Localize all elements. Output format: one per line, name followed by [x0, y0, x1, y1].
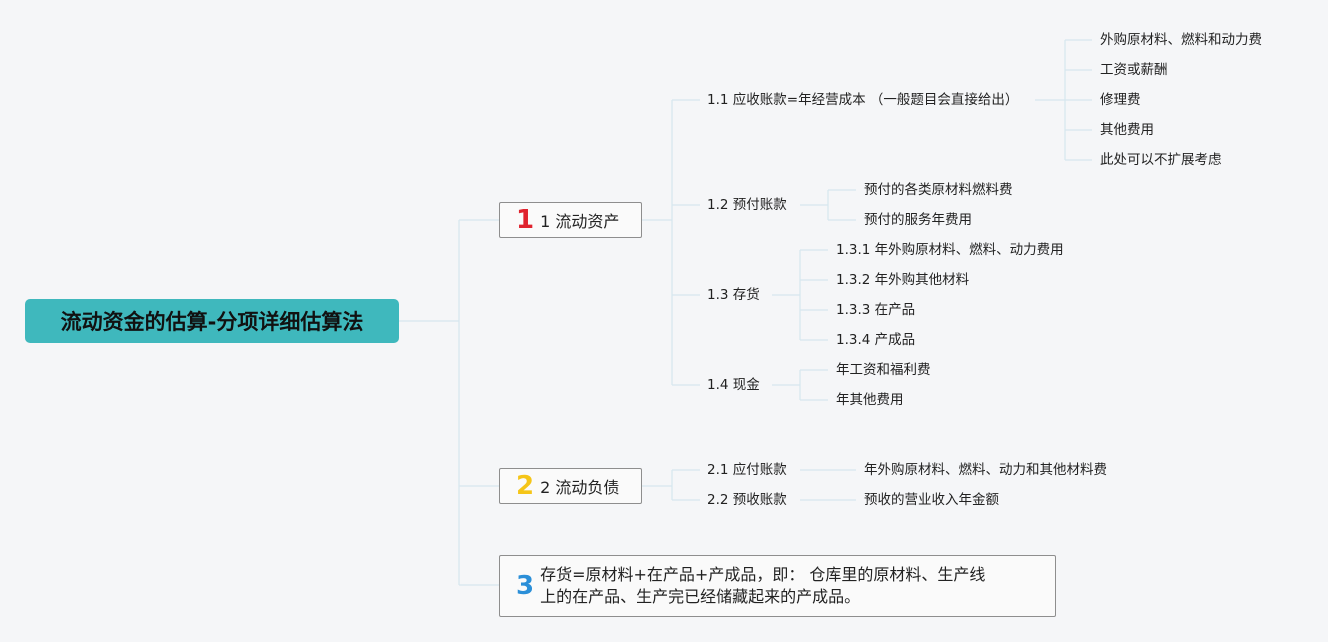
branch-current-assets[interactable]: 1 1 流动资产	[499, 202, 642, 238]
number-3-icon: 3	[516, 571, 535, 601]
node-inventory[interactable]: 1.3 存货	[707, 287, 760, 303]
node-inventory-other-materials[interactable]: 1.3.2 年外购其他材料	[836, 272, 970, 288]
node-prepaid-materials-fuel[interactable]: 预付的各类原材料燃料费	[864, 182, 1013, 198]
root-node[interactable]: 流动资金的估算-分项详细估算法	[25, 299, 399, 343]
node-payable-purchased-materials[interactable]: 年外购原材料、燃料、动力和其他材料费	[864, 462, 1107, 478]
node-cash-other-expenses[interactable]: 年其他费用	[836, 392, 904, 408]
branch-current-assets-title: 1 流动资产	[540, 212, 620, 231]
node-inventory-work-in-progress[interactable]: 1.3.3 在产品	[836, 302, 916, 318]
node-wages[interactable]: 工资或薪酬	[1100, 62, 1168, 78]
node-inventory-finished-goods[interactable]: 1.3.4 产成品	[836, 332, 916, 348]
number-1-icon: 1	[516, 205, 535, 235]
node-prepaid-service-fees[interactable]: 预付的服务年费用	[864, 212, 972, 228]
branch-current-liabilities[interactable]: 2 2 流动负债	[499, 468, 642, 504]
root-title: 流动资金的估算-分项详细估算法	[60, 310, 364, 334]
number-2-icon: 2	[516, 471, 535, 501]
node-repair-fee[interactable]: 修理费	[1100, 92, 1141, 108]
node-advance-receipts[interactable]: 2.2 预收账款	[707, 492, 787, 508]
node-other-expenses[interactable]: 其他费用	[1100, 122, 1154, 138]
node-cash-wages-welfare[interactable]: 年工资和福利费	[836, 362, 931, 378]
branch-current-liabilities-title: 2 流动负债	[540, 478, 620, 497]
node-not-expanded[interactable]: 此处可以不扩展考虑	[1100, 152, 1222, 168]
branch-inventory-note[interactable]: 3 存货=原材料+在产品+产成品，即： 仓库里的原材料、生产线 上的在产品、生产…	[499, 555, 1056, 617]
node-accounts-receivable[interactable]: 1.1 应收账款=年经营成本 （一般题目会直接给出）	[707, 92, 1019, 108]
inventory-note-line-1: 存货=原材料+在产品+产成品，即： 仓库里的原材料、生产线	[540, 565, 986, 584]
node-prepayments[interactable]: 1.2 预付账款	[707, 197, 787, 213]
node-purchased-materials-fuel-power[interactable]: 外购原材料、燃料和动力费	[1100, 32, 1262, 48]
inventory-note-text: 存货=原材料+在产品+产成品，即： 仓库里的原材料、生产线 上的在产品、生产完已…	[540, 564, 985, 608]
node-cash[interactable]: 1.4 现金	[707, 377, 760, 393]
node-advance-operating-revenue[interactable]: 预收的营业收入年金额	[864, 492, 999, 508]
node-inventory-purchased-materials[interactable]: 1.3.1 年外购原材料、燃料、动力费用	[836, 242, 1064, 258]
node-accounts-payable[interactable]: 2.1 应付账款	[707, 462, 787, 478]
inventory-note-line-2: 上的在产品、生产完已经储藏起来的产成品。	[540, 587, 861, 606]
